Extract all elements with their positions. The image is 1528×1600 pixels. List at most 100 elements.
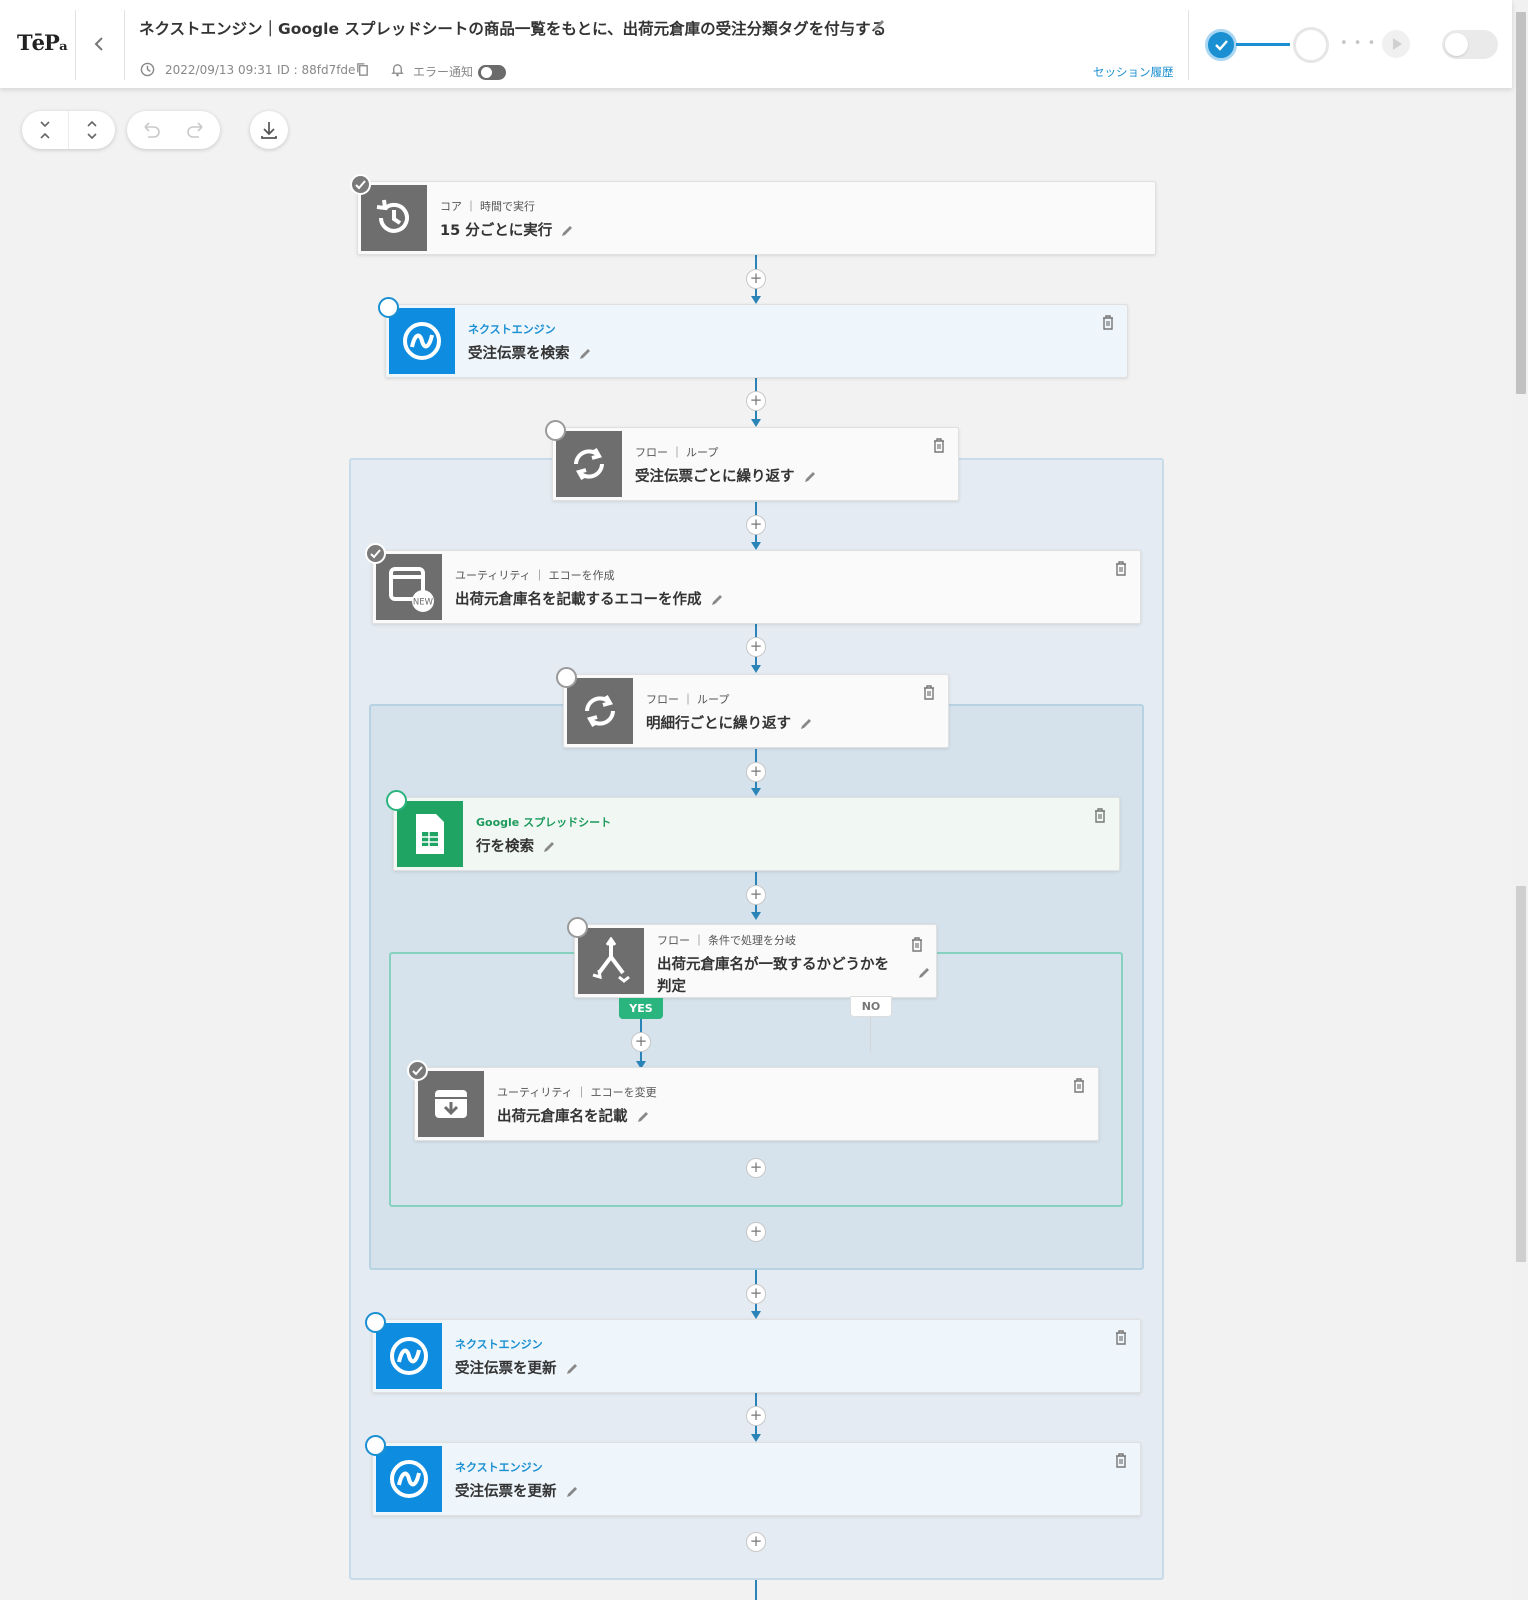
bell-icon (391, 64, 404, 77)
pencil-icon[interactable] (542, 840, 556, 854)
pencil-icon[interactable] (803, 470, 817, 484)
card-title-text: 出荷元倉庫名を記載するエコーを作成 (455, 592, 702, 608)
card-title: 出荷元倉庫名を記載するエコーを作成 (455, 588, 724, 609)
step-pending[interactable] (1293, 27, 1329, 63)
card-title: 受注伝票を検索 (468, 342, 592, 363)
expand-all-button[interactable] (69, 111, 115, 149)
connector-arrow (751, 1434, 761, 1442)
nextengine-logo-icon (390, 1460, 428, 1498)
card-title-text: 出荷元倉庫名を記載 (497, 1109, 628, 1125)
trash-icon[interactable] (1101, 315, 1115, 330)
add-step-button[interactable]: + (746, 637, 766, 657)
connector-arrow (751, 788, 761, 796)
card-icon-box (567, 678, 633, 744)
trash-icon[interactable] (1072, 1078, 1086, 1093)
echo-new-icon: NEW (389, 567, 434, 612)
collapse-icon (40, 121, 50, 139)
tepa-logo[interactable]: TēPₐ (17, 30, 69, 55)
step-card-echo-change[interactable]: ユーティリティ ｜ エコーを変更 出荷元倉庫名を記載 (407, 1060, 1099, 1141)
connector-arrow (636, 1061, 646, 1069)
status-complete-icon (350, 174, 371, 195)
add-step-button[interactable]: + (746, 515, 766, 535)
status-pending-icon (365, 1312, 386, 1333)
step-card-branch[interactable]: フロー ｜ 条件で処理を分岐 出荷元倉庫名が一致するかどうかを判定 (567, 917, 937, 998)
undo-icon (144, 122, 160, 138)
session-history-link[interactable]: セッション履歴 (1093, 65, 1174, 79)
step-card-trigger[interactable]: コア ｜ 時間で実行 15 分ごとに実行 (350, 174, 1156, 255)
branch-no-label: NO (850, 996, 892, 1017)
created-timestamp: 2022/09/13 09:31 (165, 63, 273, 77)
header-divider (124, 10, 125, 80)
add-step-button[interactable]: + (746, 762, 766, 782)
pencil-icon[interactable] (560, 224, 574, 238)
check-icon (370, 549, 381, 559)
scrollbar-thumb[interactable] (1516, 12, 1526, 394)
status-idle-icon (567, 917, 588, 938)
undo-redo-group (127, 111, 220, 149)
step-card-ne-update-1[interactable]: ネクストエンジン 受注伝票を更新 (365, 1312, 1141, 1393)
back-button[interactable] (88, 32, 110, 56)
pencil-icon[interactable] (636, 1110, 650, 1124)
undo-button[interactable] (127, 111, 173, 149)
trash-icon[interactable] (922, 685, 936, 700)
trash-icon[interactable] (1093, 808, 1107, 823)
pencil-icon[interactable] (710, 593, 724, 607)
step-card-gs-search[interactable]: Google スプレッドシート 行を検索 (386, 790, 1120, 871)
scrollbar-thumb-secondary[interactable] (1516, 886, 1526, 1262)
branch-icon (592, 937, 630, 983)
card-title-text: 行を検索 (476, 839, 534, 855)
pencil-icon[interactable] (799, 717, 813, 731)
card-category: フロー ｜ 条件で処理を分岐 (657, 934, 796, 947)
trash-icon[interactable] (1114, 1330, 1128, 1345)
play-icon[interactable] (1382, 30, 1410, 58)
add-step-button[interactable]: + (631, 1032, 651, 1052)
card-icon-box (556, 431, 622, 497)
redo-button[interactable] (174, 111, 220, 149)
copy-icon[interactable] (355, 62, 370, 77)
collapse-all-button[interactable] (22, 111, 68, 149)
trash-icon[interactable] (1114, 561, 1128, 576)
check-icon (355, 180, 366, 190)
card-icon-box (376, 1323, 442, 1389)
add-step-button[interactable]: + (746, 1158, 766, 1178)
pencil-icon[interactable] (578, 347, 592, 361)
new-badge-text: NEW (413, 598, 434, 608)
card-title-text: 15 分ごとに実行 (440, 223, 553, 239)
header-divider (75, 10, 76, 80)
add-step-button[interactable]: + (746, 391, 766, 411)
add-step-button[interactable]: + (746, 1284, 766, 1304)
card-icon-box (389, 308, 455, 374)
pencil-icon[interactable] (565, 1362, 579, 1376)
add-step-button[interactable]: + (746, 1532, 766, 1552)
add-step-button[interactable]: + (746, 1406, 766, 1426)
connector-arrow (751, 1311, 761, 1319)
trash-icon[interactable] (932, 438, 946, 453)
download-button[interactable] (250, 111, 288, 149)
no-branch-line (870, 1016, 871, 1052)
trash-icon[interactable] (1114, 1453, 1128, 1468)
trash-icon[interactable] (910, 937, 924, 952)
title-edit-button[interactable] (872, 18, 886, 36)
flow-id: ID : 88fd7fde (277, 63, 356, 77)
step-card-ne-search[interactable]: ネクストエンジン 受注伝票を検索 (378, 297, 1128, 378)
step-card-loop-lines[interactable]: フロー ｜ ループ 明細行ごとに繰り返す (556, 667, 949, 748)
pencil-icon[interactable] (917, 966, 931, 980)
pencil-icon[interactable] (565, 1485, 579, 1499)
add-step-button[interactable]: + (746, 885, 766, 905)
step-saved[interactable] (1205, 29, 1237, 61)
expand-icon (87, 120, 97, 140)
card-category: ネクストエンジン (455, 1461, 543, 1474)
flow-enable-toggle[interactable] (1442, 30, 1498, 59)
step-card-loop-orders[interactable]: フロー ｜ ループ 受注伝票ごとに繰り返す (545, 420, 959, 501)
card-title-text: 受注伝票を検索 (468, 346, 570, 362)
google-sheets-icon (416, 814, 444, 854)
error-notify-toggle[interactable] (478, 65, 506, 80)
add-step-button[interactable]: + (746, 269, 766, 289)
card-title-text: 受注伝票ごとに繰り返す (635, 469, 795, 485)
flow-title: ネクストエンジン｜Google スプレッドシートの商品一覧をもとに、出荷元倉庫の… (139, 20, 887, 38)
status-idle-icon (556, 667, 577, 688)
step-card-ne-update-2[interactable]: ネクストエンジン 受注伝票を更新 (365, 1435, 1141, 1516)
step-card-echo-create[interactable]: NEW ユーティリティ ｜ エコーを作成 出荷元倉庫名を記載するエコーを作成 (365, 543, 1141, 624)
status-complete-icon (407, 1060, 428, 1081)
add-step-button[interactable]: + (746, 1222, 766, 1242)
